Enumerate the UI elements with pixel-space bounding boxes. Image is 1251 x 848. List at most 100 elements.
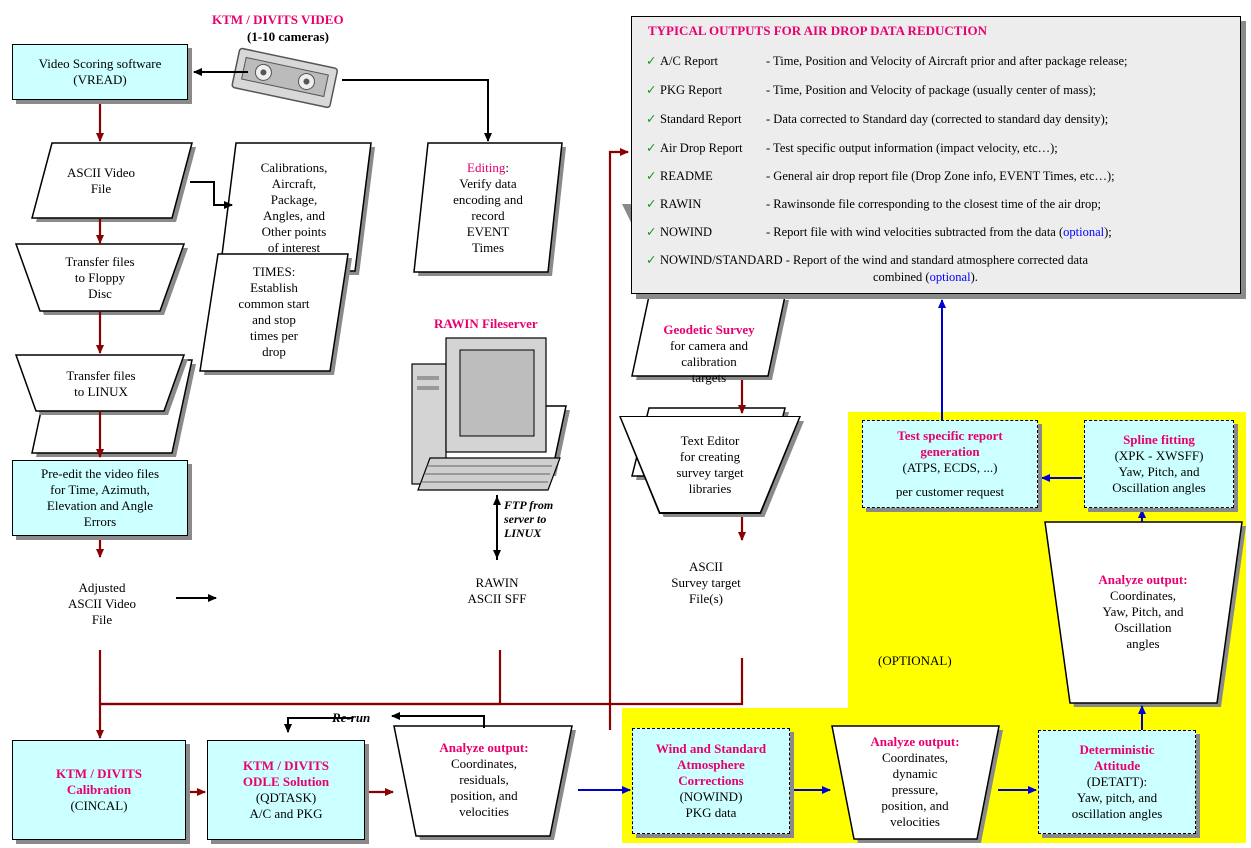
node-video-scoring[interactable]: Video Scoring software (VREAD) xyxy=(12,44,188,100)
node-label: Yaw, Pitch, and xyxy=(1102,604,1184,619)
node-label: (DETATT): xyxy=(1086,774,1148,789)
wind-title-2: Atmosphere xyxy=(677,757,745,772)
node-analyze-output-1[interactable]: Analyze output: Coordinates, residuals, … xyxy=(414,728,554,832)
rerun-label: Re-run xyxy=(332,710,371,725)
node-transfer-floppy[interactable]: Transfer files to Floppy Disc xyxy=(40,246,160,310)
node-calibrations[interactable]: Calibrations, Aircraft, Package, Angles,… xyxy=(224,146,364,270)
node-label: calibration xyxy=(681,354,737,369)
output-name: NOWIND xyxy=(660,225,713,239)
output-desc: - Test specific output information (impa… xyxy=(766,141,1058,155)
outputs-title: TYPICAL OUTPUTS FOR AIR DROP DATA REDUCT… xyxy=(648,23,988,38)
odle-title-2: ODLE Solution xyxy=(242,774,330,789)
node-editing[interactable]: Editing: Verify data encoding and record… xyxy=(418,146,558,270)
rawin-server-title: RAWIN Fileserver xyxy=(434,316,538,331)
node-label: for Time, Azimuth, xyxy=(50,482,150,497)
check-icon: ✓ xyxy=(646,54,657,68)
node-label: File xyxy=(91,612,113,627)
output-item-air-drop-report: ✓Air Drop Report- Test specific output i… xyxy=(646,141,1058,156)
calibration-title-1: KTM / DIVITS xyxy=(56,766,142,781)
node-geodetic[interactable]: Geodetic Survey for camera and calibrati… xyxy=(634,314,784,394)
output-tail: ); xyxy=(1104,225,1112,239)
output-name: PKG Report xyxy=(660,83,723,97)
node-spline-fitting[interactable]: Spline fitting (XPK - XWSFF) Yaw, Pitch,… xyxy=(1084,420,1234,508)
node-label: Coordinates, xyxy=(450,756,518,771)
node-label: Errors xyxy=(83,514,117,529)
node-adjusted-video[interactable]: Adjusted ASCII Video File xyxy=(34,562,170,646)
node-label: (ATPS, ECDS, ...) xyxy=(902,460,998,475)
node-label: Elevation and Angle xyxy=(46,498,154,513)
node-label: for camera and xyxy=(670,338,748,353)
node-times[interactable]: TIMES: Establish common start and stop t… xyxy=(204,256,344,368)
editing-title: Editing xyxy=(467,160,506,175)
node-analyze-output-2[interactable]: Analyze output: Coordinates, dynamic pre… xyxy=(852,728,978,836)
node-transfer-linux[interactable]: Transfer files to LINUX xyxy=(40,358,162,410)
detatt-title-1: Deterministic xyxy=(1079,742,1155,757)
arrows-blue xyxy=(578,299,1146,794)
node-odle-solution[interactable]: KTM / DIVITS ODLE Solution (QDTASK) A/C … xyxy=(207,740,365,840)
node-pre-edit[interactable]: Pre-edit the video files for Time, Azimu… xyxy=(12,460,188,536)
odle-title-1: KTM / DIVITS xyxy=(243,758,329,773)
node-label: of interest xyxy=(267,240,321,255)
node-label: Coordinates, xyxy=(1109,588,1177,603)
node-label: and stop xyxy=(252,312,296,327)
node-label: ASCII SFF xyxy=(467,591,527,606)
node-analyze-output-3[interactable]: Analyze output: Coordinates, Yaw, Pitch,… xyxy=(1070,526,1216,698)
node-label: Disc xyxy=(88,286,112,301)
node-label: (XPK - XWSFF) xyxy=(1114,448,1204,463)
node-deterministic-attitude[interactable]: Deterministic Attitude (DETATT): Yaw, pi… xyxy=(1038,730,1196,834)
analyze1-title: Analyze output: xyxy=(439,740,529,755)
node-rawin-ascii[interactable]: RAWIN ASCII SFF xyxy=(430,560,564,622)
shape-transfer-linux xyxy=(14,354,188,415)
shape-analyze-2 xyxy=(831,725,1003,843)
node-label: Adjusted xyxy=(78,580,126,595)
node-label: pressure, xyxy=(891,782,939,797)
output-item-rawin: ✓RAWIN- Rawinsonde file corresponding to… xyxy=(646,197,1101,212)
output-desc: - Report file with wind velocities subtr… xyxy=(766,225,1064,239)
node-label: to LINUX xyxy=(74,384,128,399)
node-label: File xyxy=(90,181,112,196)
node-label: (CINCAL) xyxy=(70,798,128,813)
node-label: (QDTASK) xyxy=(255,790,317,805)
node-label: (VREAD) xyxy=(73,72,127,87)
optional-text: optional xyxy=(1063,225,1105,239)
check-icon: ✓ xyxy=(646,225,657,239)
node-label: angles xyxy=(1126,636,1160,651)
node-label: oscillation angles xyxy=(1071,806,1163,821)
node-ascii-survey[interactable]: ASCII Survey target File(s) xyxy=(636,544,776,622)
ftp-label: FTP from server to LINUX xyxy=(504,498,554,540)
node-label: to Floppy xyxy=(74,270,126,285)
geodetic-title: Geodetic Survey xyxy=(663,322,755,337)
output-name: RAWIN xyxy=(660,197,702,211)
analyze2-title: Analyze output: xyxy=(870,734,960,749)
node-label: TIMES: xyxy=(252,264,296,279)
shape-calibrations xyxy=(219,142,375,275)
shape-analyze-3 xyxy=(1044,521,1246,707)
node-label: Survey target xyxy=(671,575,741,590)
node-report-generation[interactable]: Test specific report generation (ATPS, E… xyxy=(862,420,1038,508)
node-label: Calibrations, xyxy=(260,160,328,175)
node-label: Establish xyxy=(250,280,298,295)
header-title: KTM / DIVITS VIDEO xyxy=(212,12,344,27)
shape-ascii-video xyxy=(31,142,196,222)
output-item-readme: ✓README- General air drop report file (D… xyxy=(646,169,1115,184)
output-desc: - Rawinsonde file corresponding to the c… xyxy=(766,197,1101,211)
output-item-standard-report: ✓Standard Report- Data corrected to Stan… xyxy=(646,112,1108,127)
node-label: RAWIN xyxy=(475,575,519,590)
output-name: A/C Report xyxy=(660,54,718,68)
node-ktm-calibration[interactable]: KTM / DIVITS Calibration (CINCAL) xyxy=(12,740,186,840)
node-title: Editing: xyxy=(467,160,509,175)
node-label: Oscillation angles xyxy=(1112,480,1206,495)
node-label: Verify data xyxy=(459,176,517,191)
shape-geodetic xyxy=(631,295,789,380)
node-label: targets xyxy=(691,370,727,385)
node-label: Package, xyxy=(270,192,318,207)
node-label: ASCII Video xyxy=(67,165,135,180)
node-label: Times xyxy=(471,240,505,255)
shape-transfer-floppy xyxy=(14,243,188,315)
output-item-nowind-standard-line2: combined (optional). xyxy=(873,270,978,285)
analyze3-title: Analyze output: xyxy=(1098,572,1188,587)
shape-editing xyxy=(413,142,566,276)
node-ascii-video[interactable]: ASCII Video File xyxy=(36,146,166,216)
node-wind-standard[interactable]: Wind and Standard Atmosphere Corrections… xyxy=(632,728,790,834)
shape-times xyxy=(199,253,352,375)
